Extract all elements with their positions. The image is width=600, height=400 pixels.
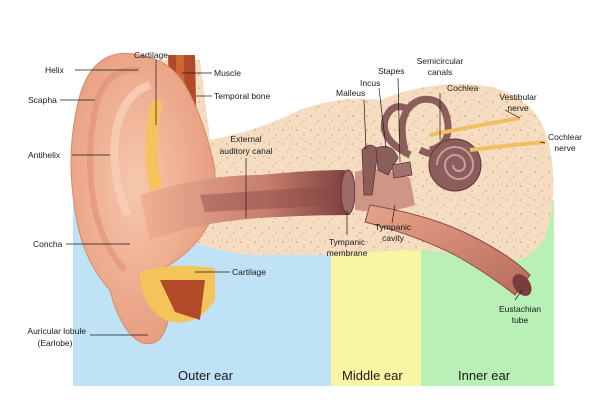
leader-lines xyxy=(60,60,546,336)
label-semicircular-2: canals xyxy=(427,67,453,77)
label-tympanic-cavity-1: Tympanic xyxy=(374,222,412,232)
label-muscle: Muscle xyxy=(214,68,241,78)
label-incus: Incus xyxy=(360,78,381,88)
cochlear-nerve-shape xyxy=(469,140,546,152)
label-antihelix: Antihelix xyxy=(28,150,61,160)
label-earlobe: (Earlobe) xyxy=(37,338,73,348)
label-concha: Concha xyxy=(33,239,63,249)
incus-shape xyxy=(375,145,399,176)
label-temporal-bone: Temporal bone xyxy=(214,91,271,101)
label-cartilage-top: Cartilage xyxy=(134,50,169,60)
label-eustachian-1: Eustachian xyxy=(498,304,542,314)
region-label-outer-ear: Outer ear xyxy=(178,368,233,383)
tympanic-membrane-shape xyxy=(340,169,356,215)
label-malleus: Malleus xyxy=(336,88,366,98)
region-label-middle-ear: Middle ear xyxy=(342,368,403,383)
label-tympanic-cavity-2: cavity xyxy=(382,233,404,243)
label-cochlea: Cochlea xyxy=(447,83,479,93)
label-scapha: Scapha xyxy=(28,95,57,105)
label-external-canal-1: External xyxy=(230,134,262,144)
label-vestibular-2: nerve xyxy=(507,103,529,113)
label-cartilage-bottom: Cartilage xyxy=(232,267,267,277)
stapes-shape xyxy=(391,161,413,179)
label-vestibular-1: Vestibular xyxy=(499,92,537,102)
label-cochlear-nerve-2: nerve xyxy=(554,143,576,153)
label-auricular-lobule: Auricular lobule xyxy=(27,326,86,336)
external-auditory-canal-shape xyxy=(140,170,350,240)
label-tympanic-membrane-1: Tympanic xyxy=(328,237,366,247)
label-cochlear-nerve-1: Cochlear xyxy=(547,132,583,142)
label-eustachian-2: tube xyxy=(511,315,529,325)
label-stapes: Stapes xyxy=(378,66,405,76)
label-tympanic-membrane-2: membrane xyxy=(326,248,368,258)
cochlea-shape xyxy=(428,138,482,192)
label-helix: Helix xyxy=(45,65,64,75)
label-semicircular-1: Semicircular xyxy=(416,56,464,66)
region-label-inner-ear: Inner ear xyxy=(458,368,511,383)
label-external-canal-2: auditory canal xyxy=(219,146,273,156)
cartilage-upper-shape xyxy=(145,100,163,190)
malleus-shape xyxy=(361,144,379,196)
